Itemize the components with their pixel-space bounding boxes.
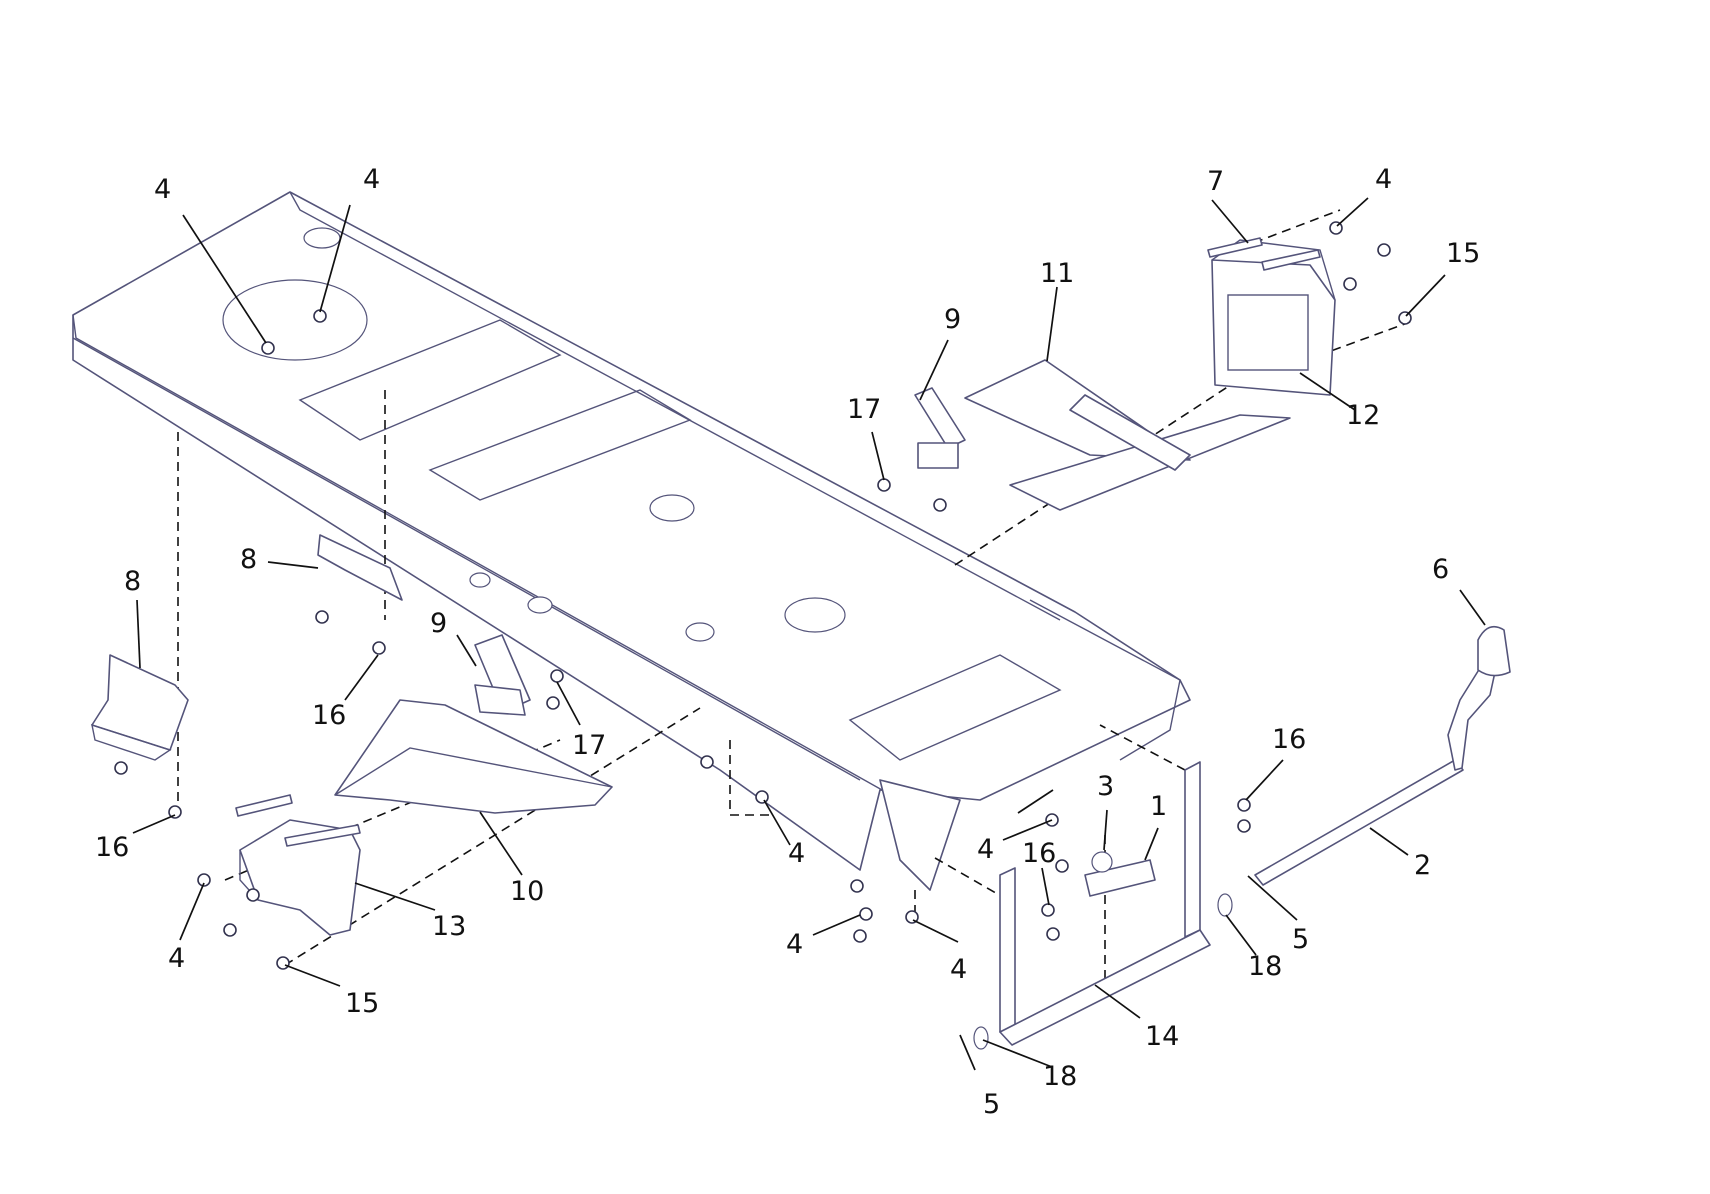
callout-labels: 4 4 7 4 15 11 9 12 17 8 8 9 16 17 6 16 1… [95,164,1480,1120]
callout: 4 [977,834,994,865]
callout: 8 [240,544,257,575]
main-frame [72,191,1191,891]
right-upper-group [914,237,1336,511]
callout: 5 [983,1089,1000,1120]
callout: 9 [430,608,447,639]
callout: 8 [124,566,141,597]
callout: 18 [1043,1061,1077,1092]
callout: 1 [1150,791,1167,822]
callout: 2 [1414,850,1431,881]
callout: 17 [847,394,881,425]
right-lower-group [973,625,1511,1050]
leader-lines [132,197,1486,1071]
callout: 15 [345,988,379,1019]
callout: 16 [95,832,129,863]
callout: 4 [168,943,185,974]
callout: 15 [1446,238,1480,269]
callout: 3 [1097,771,1114,802]
callout: 14 [1145,1021,1179,1052]
callout: 4 [1375,164,1392,195]
callout: 10 [510,876,544,907]
callout: 4 [786,929,803,960]
callout: 9 [944,304,961,335]
callout: 17 [572,730,606,761]
callout: 11 [1040,258,1074,289]
callout: 4 [788,838,805,869]
callout: 12 [1346,400,1380,431]
callout: 18 [1248,951,1282,982]
callout: 4 [363,164,380,195]
callout: 4 [950,954,967,985]
callout: 5 [1292,924,1309,955]
callout: 16 [1272,724,1306,755]
callout: 13 [432,911,466,942]
brackets-8 [91,534,403,761]
left-lower-group [235,634,613,936]
callout: 6 [1432,554,1449,585]
callout: 16 [1022,838,1056,869]
callout: 4 [154,174,171,205]
callout: 16 [312,700,346,731]
callout: 7 [1207,166,1224,197]
